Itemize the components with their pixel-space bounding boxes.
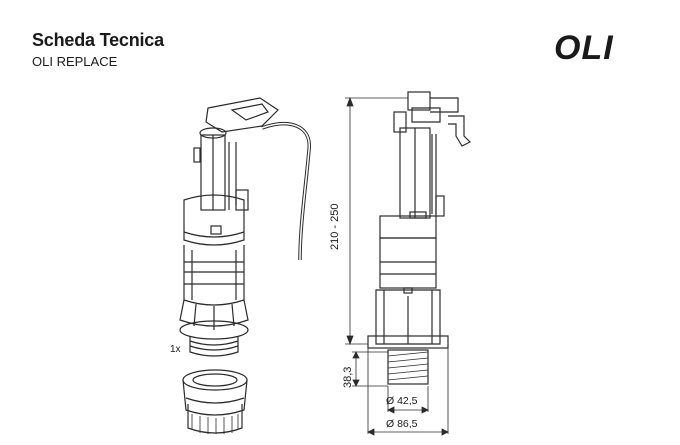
brand-logo-text: OLI [554, 29, 614, 66]
quantity-label: 1x [170, 344, 181, 355]
outer-diameter-label: Ø 86,5 [386, 418, 418, 430]
valve-3d-illustration [179, 97, 311, 434]
page-title: Scheda Tecnica [32, 30, 164, 50]
brand-logo: OLI [554, 29, 614, 66]
dimension-lines [345, 96, 449, 436]
inner-diameter-label: Ø 42,5 [386, 395, 418, 407]
height-dimension-label: 210 - 250 [329, 203, 341, 250]
base-height-label: 38,3 [342, 366, 354, 388]
valve-side-elevation [367, 91, 472, 385]
product-name: OLI REPLACE [32, 54, 118, 69]
